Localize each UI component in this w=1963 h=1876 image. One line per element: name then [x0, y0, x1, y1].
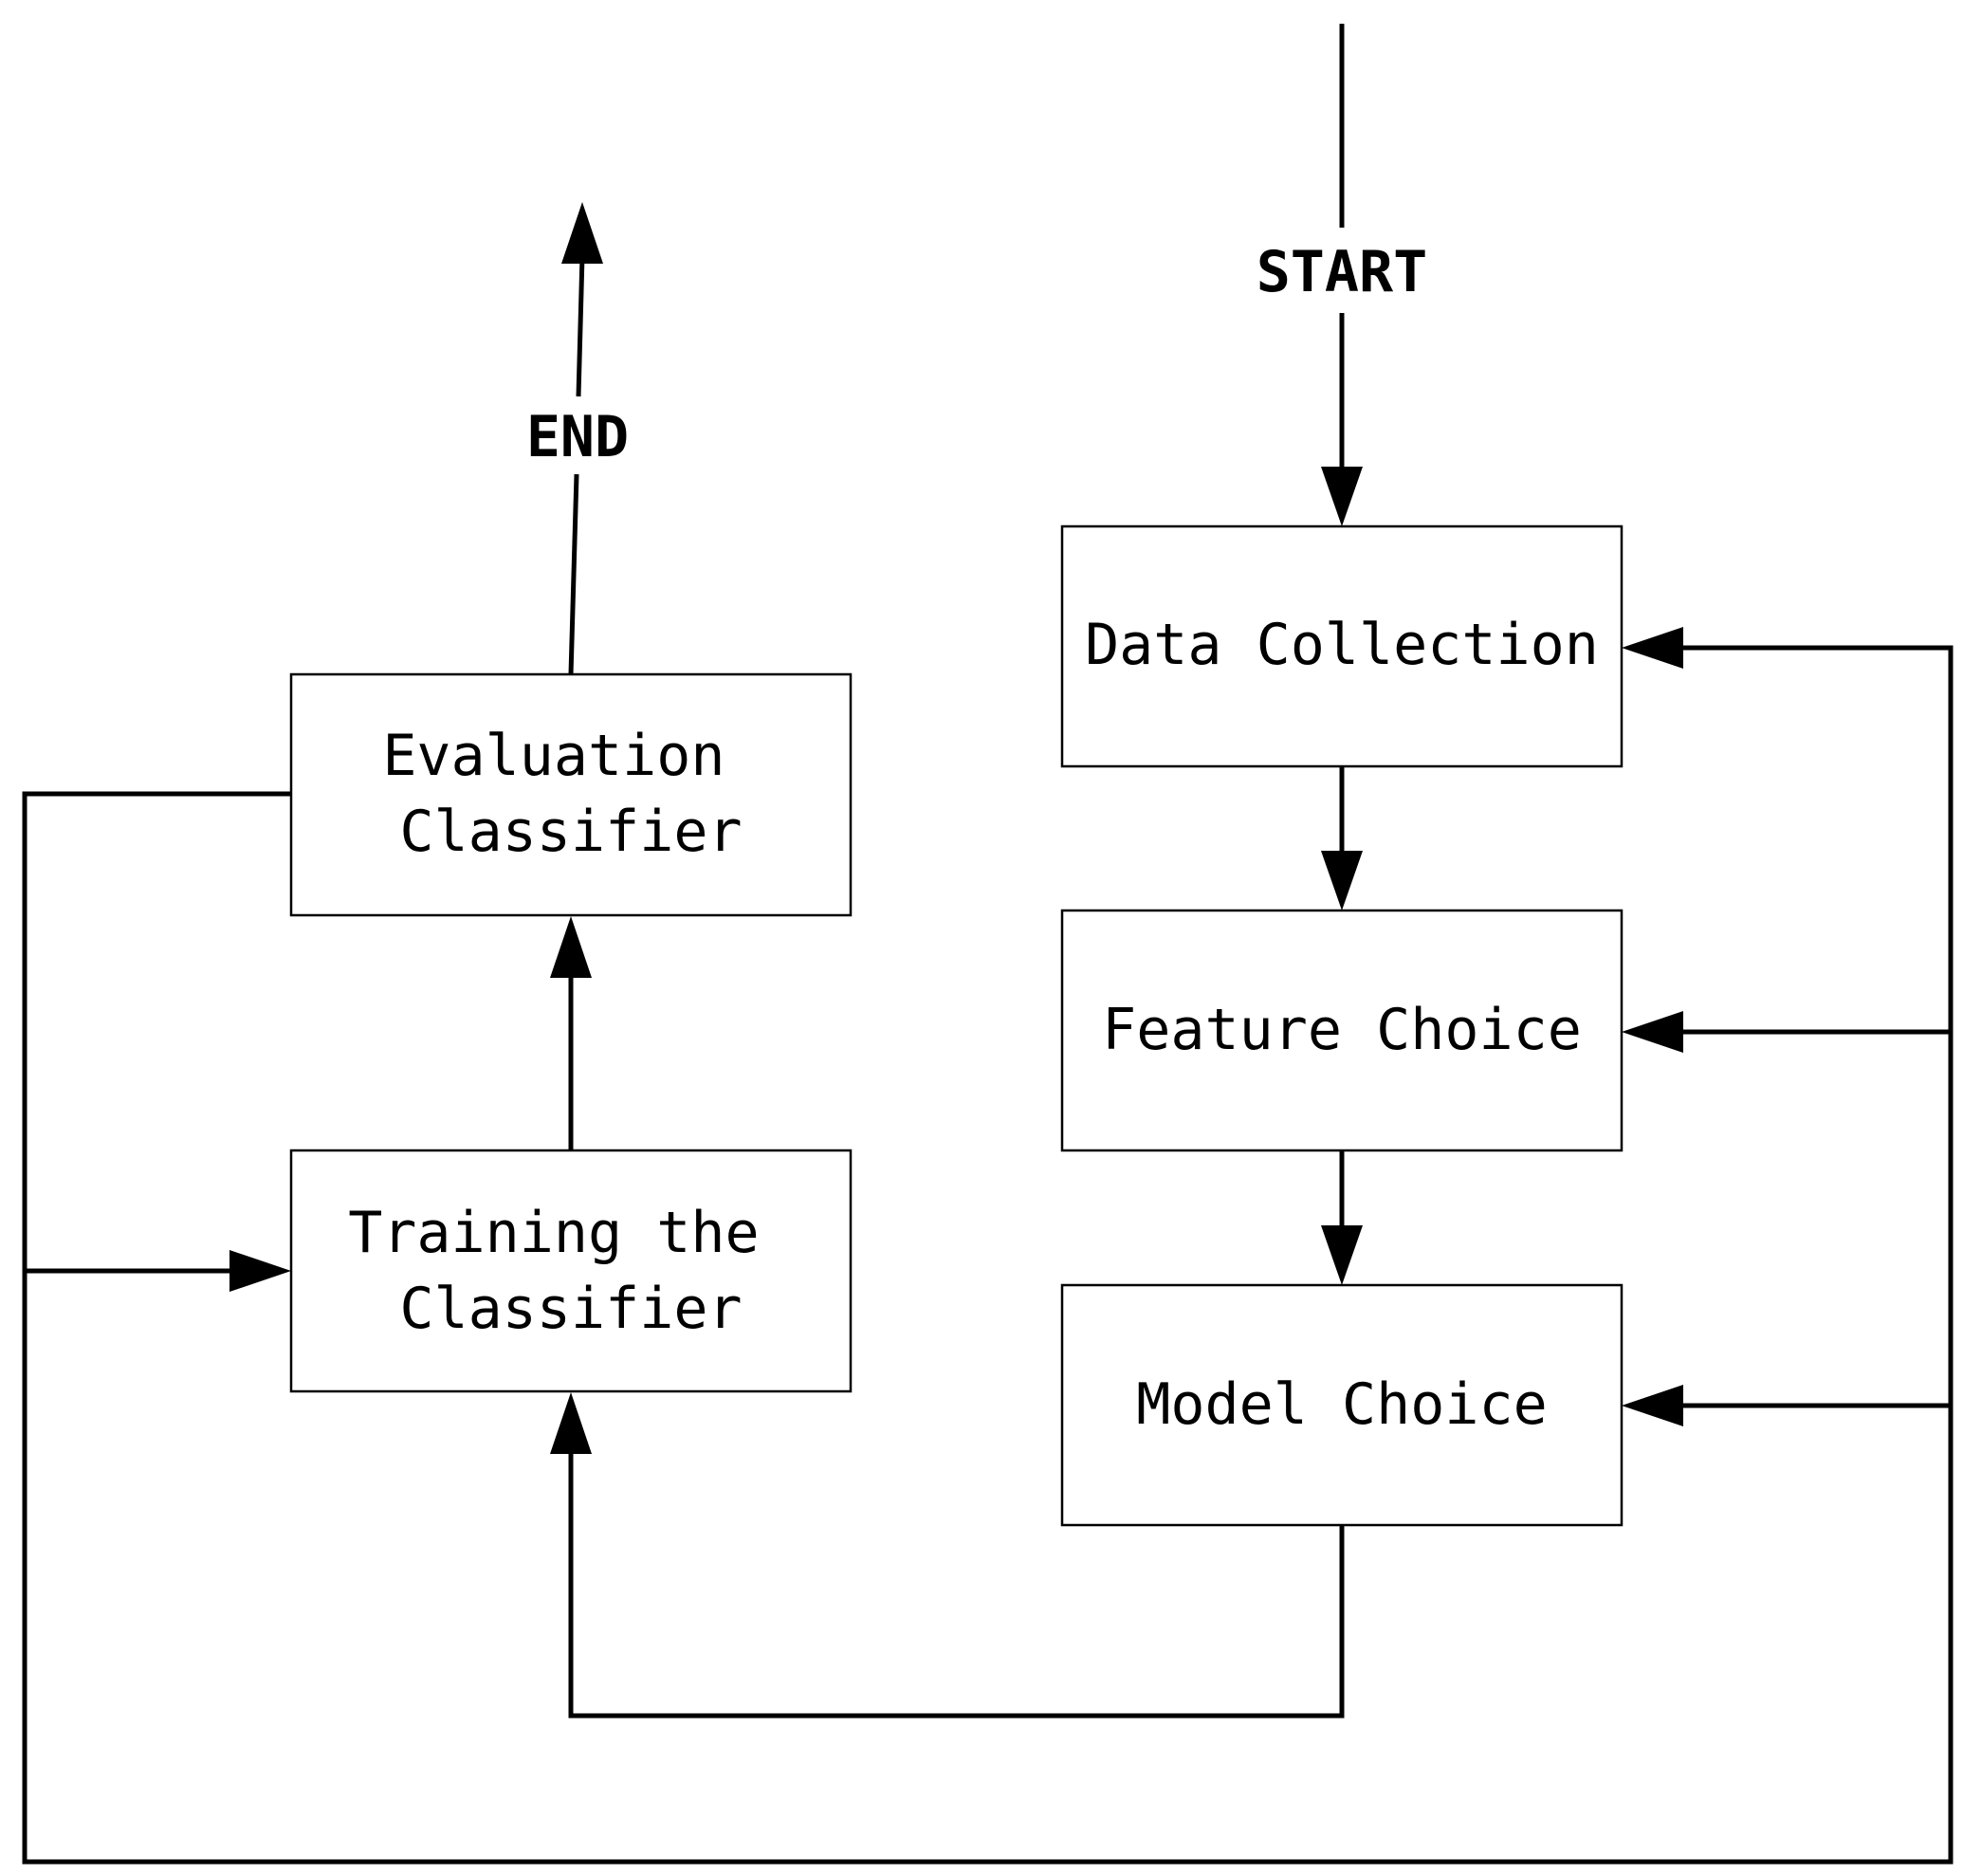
arrowhead-model-to-training [550, 1392, 592, 1454]
evaluation-classifier-box [289, 672, 853, 917]
feature-choice-label: Feature Choice [1102, 997, 1582, 1063]
arrowhead-training-to-evaluation [550, 916, 592, 978]
feedback-arrowhead-training [229, 1250, 291, 1292]
start-arrowhead [1321, 467, 1363, 526]
feedback-arrowhead-model-choice [1622, 1385, 1683, 1426]
evaluation-classifier-label: Evaluation Classifier [382, 723, 759, 865]
model-choice-box [1060, 1283, 1624, 1527]
feedback-loop-line [22, 645, 1954, 1865]
training-classifier-label: Training the Classifier [348, 1200, 794, 1342]
training-classifier-box [289, 1149, 853, 1393]
end-arrowhead [561, 202, 603, 264]
end-label: END [526, 404, 629, 470]
arrow-model-to-training [568, 1451, 1345, 1719]
data-collection-box [1060, 524, 1624, 768]
model-choice-label: Model Choice [1136, 1371, 1547, 1438]
start-label: START [1257, 239, 1428, 305]
feedback-arrowhead-data-collection [1622, 627, 1683, 669]
data-collection-label: Data Collection [1085, 612, 1599, 678]
feedback-arrowhead-feature-choice [1622, 1011, 1683, 1053]
end-line-top [576, 255, 585, 397]
arrowhead-data-to-feature [1321, 851, 1363, 910]
arrowhead-feature-to-model [1321, 1225, 1363, 1285]
feature-choice-box [1060, 909, 1624, 1152]
end-line-bottom [568, 473, 579, 675]
